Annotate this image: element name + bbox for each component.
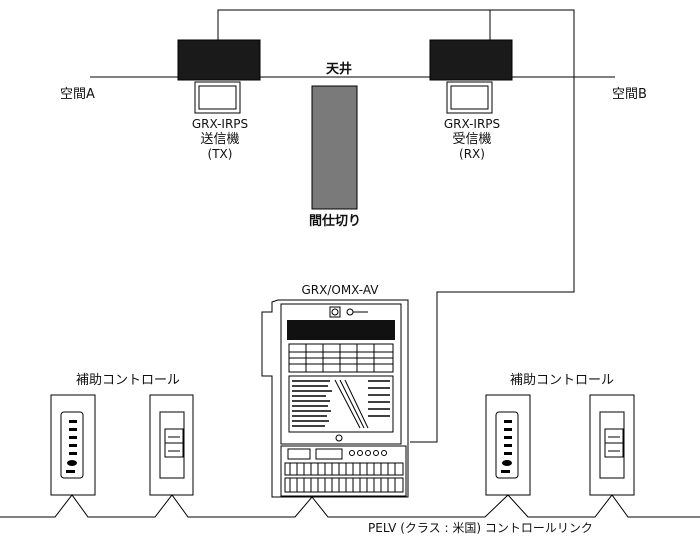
room-b-label: 空間B	[612, 87, 647, 102]
main-controller	[261, 299, 409, 498]
left-keypad-buttons	[50, 394, 96, 496]
receiver-sensor	[429, 39, 513, 114]
partition	[311, 85, 358, 210]
aux-control-right-label: 補助コントロール	[510, 373, 615, 388]
partition-label: 間仕切り	[308, 214, 361, 229]
transmitter-code: (TX)	[207, 147, 233, 161]
receiver-code: (RX)	[459, 147, 485, 161]
room-a-label: 空間A	[60, 87, 95, 102]
transmitter-name: 送信機	[200, 132, 240, 147]
sensor-link-wire	[217, 9, 491, 40]
control-link-wire	[0, 494, 700, 518]
right-keypad-buttons	[485, 394, 531, 496]
ceiling-label: 天井	[326, 62, 353, 77]
left-keypad-switch	[149, 394, 194, 496]
receiver-model: GRX-IRPS	[443, 117, 501, 131]
receiver-name: 受信機	[452, 132, 492, 147]
receiver-to-controller-wire	[410, 9, 575, 443]
control-link-label: PELV (クラス : 米国) コントロールリンク	[368, 521, 593, 535]
transmitter-model: GRX-IRPS	[191, 117, 249, 131]
aux-control-left-label: 補助コントロール	[76, 373, 181, 388]
transmitter-sensor	[177, 39, 261, 114]
right-keypad-switch	[589, 394, 635, 496]
controller-label: GRX/OMX-AV	[301, 283, 379, 297]
